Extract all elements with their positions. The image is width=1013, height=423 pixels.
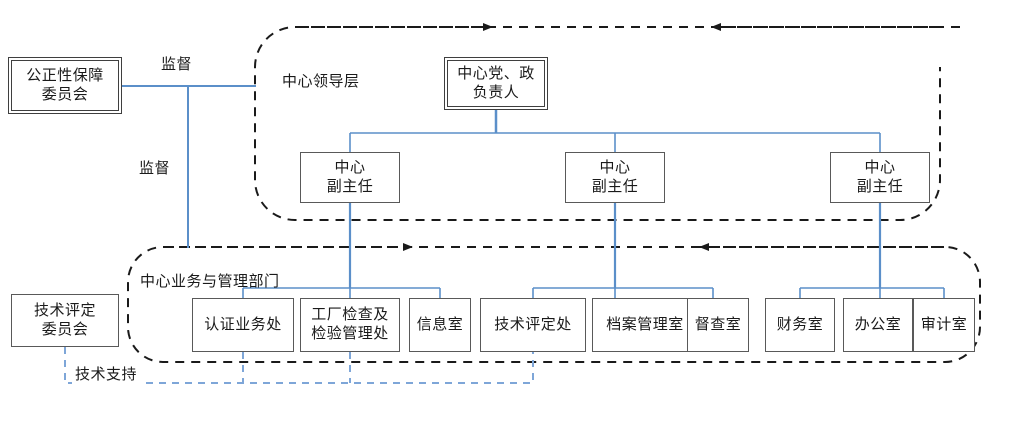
node-supervision-office[interactable]: 督查室 — [687, 298, 749, 352]
node-line: 技术评定 — [33, 302, 96, 319]
node-line: 中心党、政 — [457, 65, 535, 82]
node-line: 认证业务处 — [204, 316, 282, 333]
department-bus-group1 — [242, 287, 441, 298]
group-label-leadership: 中心领导层 — [282, 74, 360, 90]
node-line: 中心 — [334, 159, 366, 176]
node-line: 委员会 — [41, 321, 89, 338]
node-line: 公正性保障 — [26, 67, 104, 84]
node-line: 技术评定处 — [494, 316, 572, 333]
edge-label-supervise-bottom: 监督 — [136, 157, 174, 178]
node-line: 工厂检查及 — [311, 307, 389, 324]
node-line: 检验管理处 — [311, 326, 389, 342]
leadership-group-outline — [254, 23, 960, 221]
departments-group-outline — [127, 243, 981, 363]
node-archives-office[interactable]: 档案管理室 — [592, 298, 698, 352]
department-bus-group2 — [532, 287, 714, 298]
node-line: 副主任 — [856, 178, 904, 195]
node-line: 财务室 — [776, 316, 824, 333]
deputy-to-department-connectors — [348, 203, 882, 288]
node-line: 中心 — [599, 159, 631, 176]
edge-label-technical-support: 技术支持 — [72, 363, 141, 384]
node-information-office[interactable]: 信息室 — [409, 298, 471, 352]
group-label-departments: 中心业务与管理部门 — [140, 274, 280, 290]
node-line: 办公室 — [854, 316, 902, 333]
node-deputy-director-2[interactable]: 中心 副主任 — [565, 152, 665, 203]
edge-label-supervise-top: 监督 — [158, 53, 196, 74]
node-line: 副主任 — [591, 178, 639, 195]
technical-support-connector — [64, 347, 534, 384]
node-line: 副主任 — [326, 178, 374, 195]
node-line: 负责人 — [472, 84, 520, 101]
node-line: 档案管理室 — [606, 316, 684, 333]
node-technical-review-committee[interactable]: 技术评定 委员会 — [11, 294, 119, 347]
node-technical-review-office[interactable]: 技术评定处 — [480, 298, 586, 352]
node-deputy-director-1[interactable]: 中心 副主任 — [300, 152, 400, 203]
department-bus-group3 — [799, 287, 945, 298]
supervision-connector — [122, 85, 256, 248]
node-certification-business[interactable]: 认证业务处 — [192, 298, 294, 352]
node-center-party-admin-head[interactable]: 中心党、政 负责人 — [444, 57, 548, 110]
node-finance-office[interactable]: 财务室 — [765, 298, 835, 352]
node-admin-office[interactable]: 办公室 — [843, 298, 913, 352]
leadership-tree-connectors — [349, 110, 881, 152]
node-line: 审计室 — [920, 316, 968, 333]
node-deputy-director-3[interactable]: 中心 副主任 — [830, 152, 930, 203]
node-audit-office[interactable]: 审计室 — [913, 298, 975, 352]
node-line: 信息室 — [416, 316, 464, 333]
node-line: 中心 — [864, 159, 896, 176]
node-factory-inspection[interactable]: 工厂检查及 检验管理处 — [300, 298, 400, 352]
node-line: 督查室 — [694, 316, 742, 333]
node-impartiality-committee[interactable]: 公正性保障 委员会 — [8, 57, 122, 114]
node-line: 委员会 — [41, 86, 89, 103]
